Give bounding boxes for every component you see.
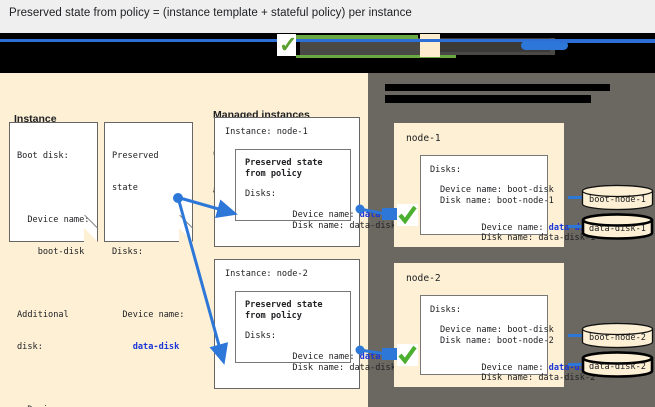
tmpl-line-1	[17, 183, 89, 194]
runtime-node-2-data-device-value: data-disk	[548, 362, 596, 373]
cylinder-label: data-disk-2	[589, 362, 646, 372]
runtime-node-2: node-2 Disks: Device name: boot-disk Dis…	[394, 263, 595, 387]
status-check-node-1	[397, 204, 418, 226]
connector-data-disk-2	[568, 363, 588, 366]
smudge-blue-rule	[0, 39, 655, 42]
smudge-cream-block	[420, 34, 440, 57]
managed-instance-1-label: Instance: node-1	[225, 127, 308, 137]
cylinder-boot-node-1: boot-node-1	[581, 184, 654, 211]
runtime-node-1-disks-box: Disks: Device name: boot-disk Disk name:…	[420, 155, 595, 243]
policy-line-3: Disks:	[112, 246, 144, 257]
preserved-disk-value-2: data-disk-2	[349, 362, 407, 373]
runtime-node-2-title: node-2	[406, 273, 441, 284]
runtime-node-1-disks-label: Disks:	[430, 165, 462, 175]
cylinder-icon	[581, 322, 654, 349]
policy-line-2	[112, 215, 184, 226]
preserved-disk-row-2: Disk name: data-disk-2	[251, 352, 406, 384]
tmpl-line-3: boot-disk	[17, 246, 85, 257]
preserved-disk-value-1: data-disk-1	[349, 220, 407, 231]
runtime-node-2-disks-label: Disks:	[430, 305, 462, 315]
runtime-node-1-data-disk-value: data-disk-1	[538, 233, 596, 244]
status-check-node-2	[397, 344, 418, 366]
runtime-node-2-data-disk-row: Disk name: data-disk-2	[440, 363, 595, 395]
runtime-node-2-boot-device: Device name: boot-disk	[440, 325, 554, 335]
runtime-node-2-data-device-row: Device name: data-disk	[440, 352, 595, 384]
policy-line-0: Preserved	[112, 151, 159, 162]
doc-stateful-policy: Preserved state Disks: Device name: data…	[104, 122, 194, 352]
policy-line-4	[112, 278, 184, 289]
cylinder-boot-node-2: boot-node-2	[581, 322, 654, 349]
check-icon	[398, 205, 417, 225]
preserved-state-box-2: Preserved state from policy Disks: Devic…	[235, 291, 406, 373]
runtime-node-2-data-device-label: Device name:	[481, 362, 549, 373]
preserved-title-2a: Preserved state	[245, 300, 323, 310]
preserved-title-2b: from policy	[245, 310, 302, 321]
doc-fold-corner	[84, 228, 98, 242]
redacted-band-top: ✓	[0, 33, 655, 73]
managed-instance-2-label: Instance: node-2	[225, 269, 308, 279]
page-title: Preserved state from policy = (instance …	[9, 7, 412, 19]
preserved-device-label-1: Device name:	[292, 210, 360, 221]
runtime-node-1-data-device-label: Device name:	[481, 222, 549, 233]
runtime-node-2-data-disk-label: Disk name:	[481, 373, 539, 384]
smudge-green-line-lower	[296, 55, 456, 58]
managed-instance-node-2: Instance: node-2 Preserved state from po…	[214, 259, 406, 389]
cylinder-icon	[581, 351, 654, 378]
tmpl-line-2: Device name:	[17, 214, 90, 225]
tmpl-line-8: Device name:	[17, 405, 89, 407]
policy-line-5: Device name:	[112, 310, 185, 321]
preserved-disk-label-1: Disk name:	[292, 220, 350, 231]
policy-line-6: data-disk	[112, 341, 180, 352]
runtime-node-2-boot-diskname: Disk name: boot-node-2	[440, 335, 554, 346]
header-band: Preserved state from policy = (instance …	[0, 0, 655, 33]
cylinder-label: boot-node-2	[589, 333, 646, 343]
connector-boot-node-1	[568, 196, 588, 199]
doc-instance-template: Boot disk: Device name: boot-disk Additi…	[9, 122, 99, 407]
preserved-disks-label-2: Disks:	[245, 331, 277, 341]
runtime-node-1-boot-device: Device name: boot-disk	[440, 185, 554, 195]
preserved-device-label-2: Device name:	[292, 352, 360, 363]
runtime-node-1-boot-diskname: Disk name: boot-node-1	[440, 195, 554, 206]
tmpl-line-0: Boot disk:	[17, 151, 69, 162]
redaction-bar-gray-1	[385, 84, 610, 91]
doc-fold-corner	[179, 228, 193, 242]
cylinder-data-disk-2: data-disk-2	[581, 351, 654, 378]
policy-line-1: state	[112, 182, 138, 193]
runtime-node-2-data-disk-value: data-disk-2	[538, 373, 596, 384]
smudge-white-square	[277, 34, 296, 56]
cylinder-label: data-disk-1	[589, 224, 646, 234]
smudge-blue-blob	[521, 41, 568, 50]
runtime-node-1: node-1 Disks: Device name: boot-disk Dis…	[394, 123, 595, 247]
cylinder-icon	[581, 184, 654, 211]
managed-instance-node-1: Instance: node-1 Preserved state from po…	[214, 117, 406, 247]
connector-data-disk-1	[568, 225, 588, 228]
preserved-state-box-1: Preserved state from policy Disks: Devic…	[235, 149, 406, 231]
cylinder-icon	[581, 213, 654, 240]
redaction-bar-gray-2	[385, 95, 591, 103]
preserved-disk-label-2: Disk name:	[292, 362, 350, 373]
runtime-node-1-title: node-1	[406, 133, 441, 144]
runtime-node-1-data-disk-label: Disk name:	[481, 233, 539, 244]
tmpl-line-7	[17, 374, 89, 385]
tmpl-line-4	[17, 278, 89, 289]
runtime-node-2-disks-box: Disks: Device name: boot-disk Disk name:…	[420, 295, 595, 383]
preserved-disk-row-1: Disk name: data-disk-1	[251, 210, 406, 242]
cylinder-data-disk-1: data-disk-1	[581, 213, 654, 240]
tmpl-line-5: Additional	[17, 310, 69, 321]
connector-boot-node-2	[568, 334, 588, 337]
preserved-title-1a: Preserved state	[245, 158, 323, 168]
tmpl-line-6: disk:	[17, 341, 43, 352]
redaction-bar-overflow	[386, 33, 655, 35]
smudge-check-icon: ✓	[279, 33, 298, 57]
check-icon	[398, 345, 417, 365]
smudge-green-line-upper	[296, 35, 418, 39]
cylinder-label: boot-node-1	[589, 195, 646, 205]
runtime-node-1-data-disk-row: Disk name: data-disk-1	[440, 223, 595, 255]
smudge-blue-rule-right	[560, 40, 655, 43]
preserved-disks-label-1: Disks:	[245, 189, 277, 199]
preserved-title-1b: from policy	[245, 168, 302, 179]
